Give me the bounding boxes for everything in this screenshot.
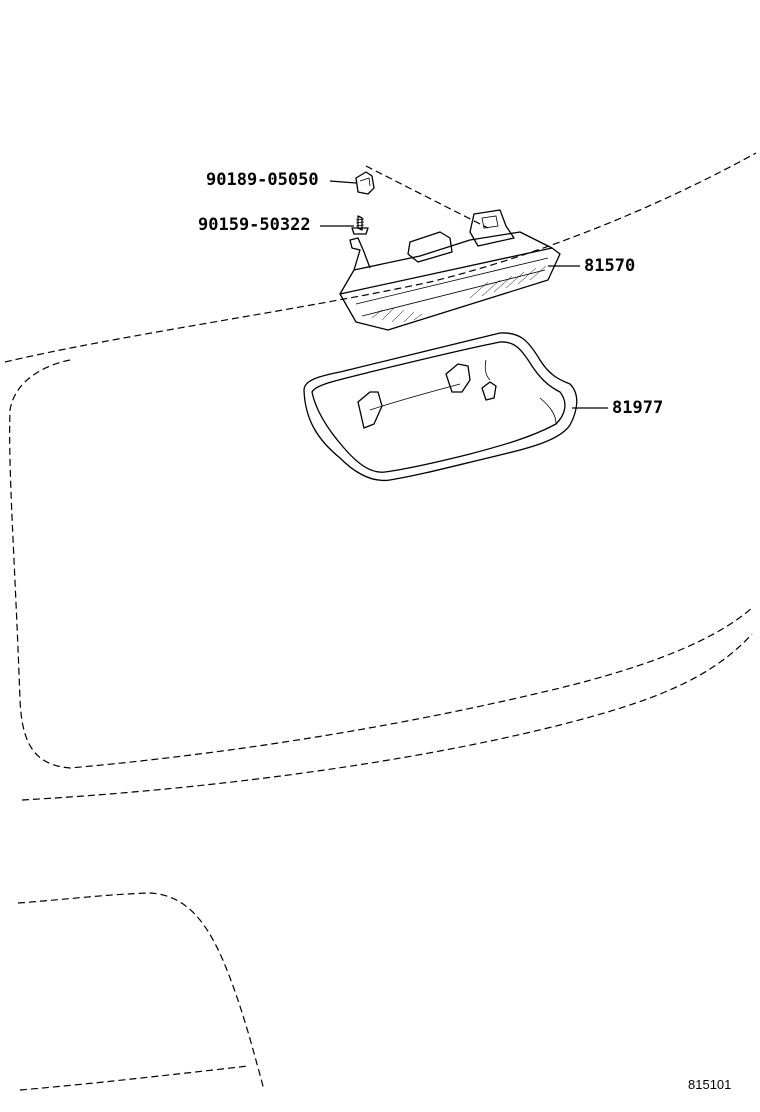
stop-lamp-icon (339, 209, 561, 331)
alignment-line (365, 165, 489, 229)
part-label-90159-50322[interactable]: 90159-50322 (198, 215, 311, 235)
leader-lines (320, 180, 608, 409)
figure-number: 815101 (688, 1077, 732, 1092)
part-label-90189-05050[interactable]: 90189-05050 (206, 170, 319, 190)
part-label-81977[interactable]: 81977 (612, 398, 664, 418)
screw-icon (351, 215, 369, 235)
part-label-81570[interactable]: 81570 (584, 256, 636, 276)
rear-window-outline (4, 152, 757, 1091)
cover-icon (303, 332, 578, 482)
clip-icon (355, 171, 375, 195)
